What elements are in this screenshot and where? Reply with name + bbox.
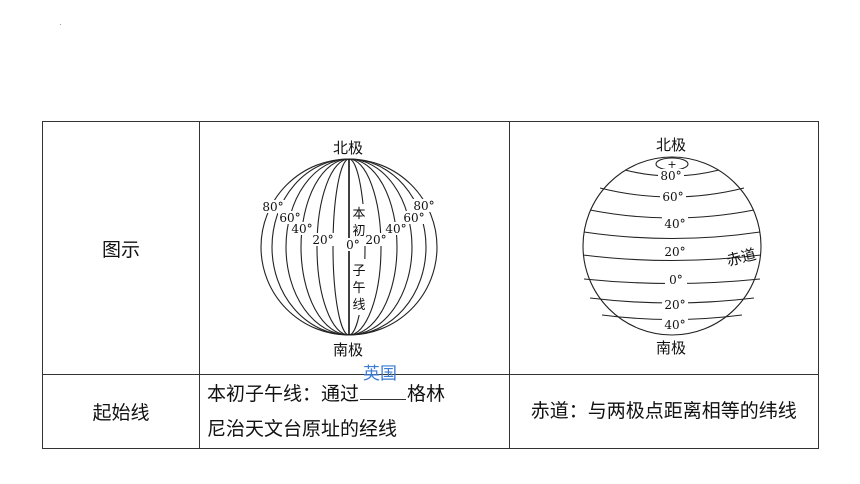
meridian-diagram-cell: 北极 南极	[199, 121, 510, 375]
longitude-label-west-40: 40°	[292, 222, 313, 236]
latitude-label-s20: 20°	[664, 298, 685, 312]
meridian-text-line2: 尼治天文台原址的经线	[207, 417, 398, 440]
equator-label: 赤道	[724, 245, 757, 270]
meridian-north-label: 北极	[333, 139, 363, 157]
latitude-diagram-cell: 北极 南极 + 80°	[508, 121, 819, 375]
longitude-label-east-80: 80°	[414, 199, 435, 213]
longitude-label-west-80: 80°	[263, 200, 284, 214]
north-pole-mark: +	[667, 158, 676, 171]
latitude-label-80: 80°	[660, 169, 681, 183]
longitude-labels: 0° 80° 60° 40° 20° 20° 40° 60° 8	[261, 199, 437, 252]
latitude-label-60: 60°	[662, 190, 683, 204]
latitude-line-30	[583, 231, 760, 240]
latitude-line-10	[582, 254, 761, 262]
latitude-label-zero: 0°	[669, 273, 683, 287]
meridian-text-part1: 本初子午线：通过	[207, 382, 360, 405]
prime-meridian-char-3: 子	[353, 264, 366, 279]
meridian-text-part2: 格林	[407, 382, 446, 405]
equator-definition: 赤道：与两极点距离相等的纬线	[508, 374, 819, 449]
meridian-line-east-10	[349, 158, 366, 336]
answer-blank: 英国	[360, 364, 407, 400]
meridian-globe-diagram: 北极 南极	[260, 139, 438, 359]
latitude-globe-diagram: 北极 南极 + 80°	[581, 136, 762, 357]
latitude-labels: 80° 60° 40° 20° 0° 20° 40°	[657, 169, 688, 332]
row-header-start-line: 起始线	[42, 374, 200, 449]
latitude-label-20: 20°	[664, 245, 685, 259]
meridian-line-east-80	[349, 158, 427, 336]
meridian-line-west-80	[271, 158, 350, 336]
meridian-line-east-20	[349, 158, 382, 336]
blank-answer-text: 英国	[363, 363, 398, 384]
globe-outline	[581, 156, 762, 336]
latitude-label-40: 40°	[664, 217, 685, 231]
meridian-line-east-40	[349, 158, 398, 336]
meridian-line-west-40	[300, 158, 350, 336]
longitude-label-east-20: 20°	[366, 233, 387, 247]
meridian-line-west-10	[332, 158, 350, 336]
meridian-line-west-60	[285, 158, 350, 336]
longitude-label-west-20: 20°	[313, 233, 334, 247]
longitude-label-west-60: 60°	[280, 211, 301, 225]
latitude-south-label: 南极	[655, 339, 685, 357]
meridian-line-east-60	[349, 158, 413, 336]
prime-meridian-char-5: 线	[353, 298, 366, 313]
coordinate-lines-table: 图示 北极 南极	[42, 121, 819, 449]
prime-meridian-char-4: 午	[353, 281, 366, 296]
longitude-label-east-60: 60°	[404, 211, 425, 225]
diagram-row: 图示 北极 南极	[42, 121, 819, 375]
meridian-south-label: 南极	[333, 341, 363, 359]
meridian-line-west-20	[316, 158, 350, 336]
longitude-label-zero: 0°	[346, 238, 360, 252]
prime-meridian-char-1: 本	[353, 207, 366, 222]
latitude-north-label: 北极	[655, 136, 685, 154]
prime-meridian-label: 本 初 子 午 线	[351, 204, 369, 315]
start-line-row: 起始线 本初子午线：通过英国格林 尼治天文台原址的经线 赤道：与两极点距离相等的…	[42, 364, 819, 449]
row-header-diagram: 图示	[42, 121, 200, 375]
corner-dot	[60, 24, 61, 25]
longitude-label-east-40: 40°	[386, 222, 407, 236]
prime-meridian-char-2: 初	[353, 224, 366, 239]
latitude-label-s40: 40°	[664, 318, 685, 332]
prime-meridian-definition: 本初子午线：通过英国格林 尼治天文台原址的经线	[199, 364, 510, 449]
